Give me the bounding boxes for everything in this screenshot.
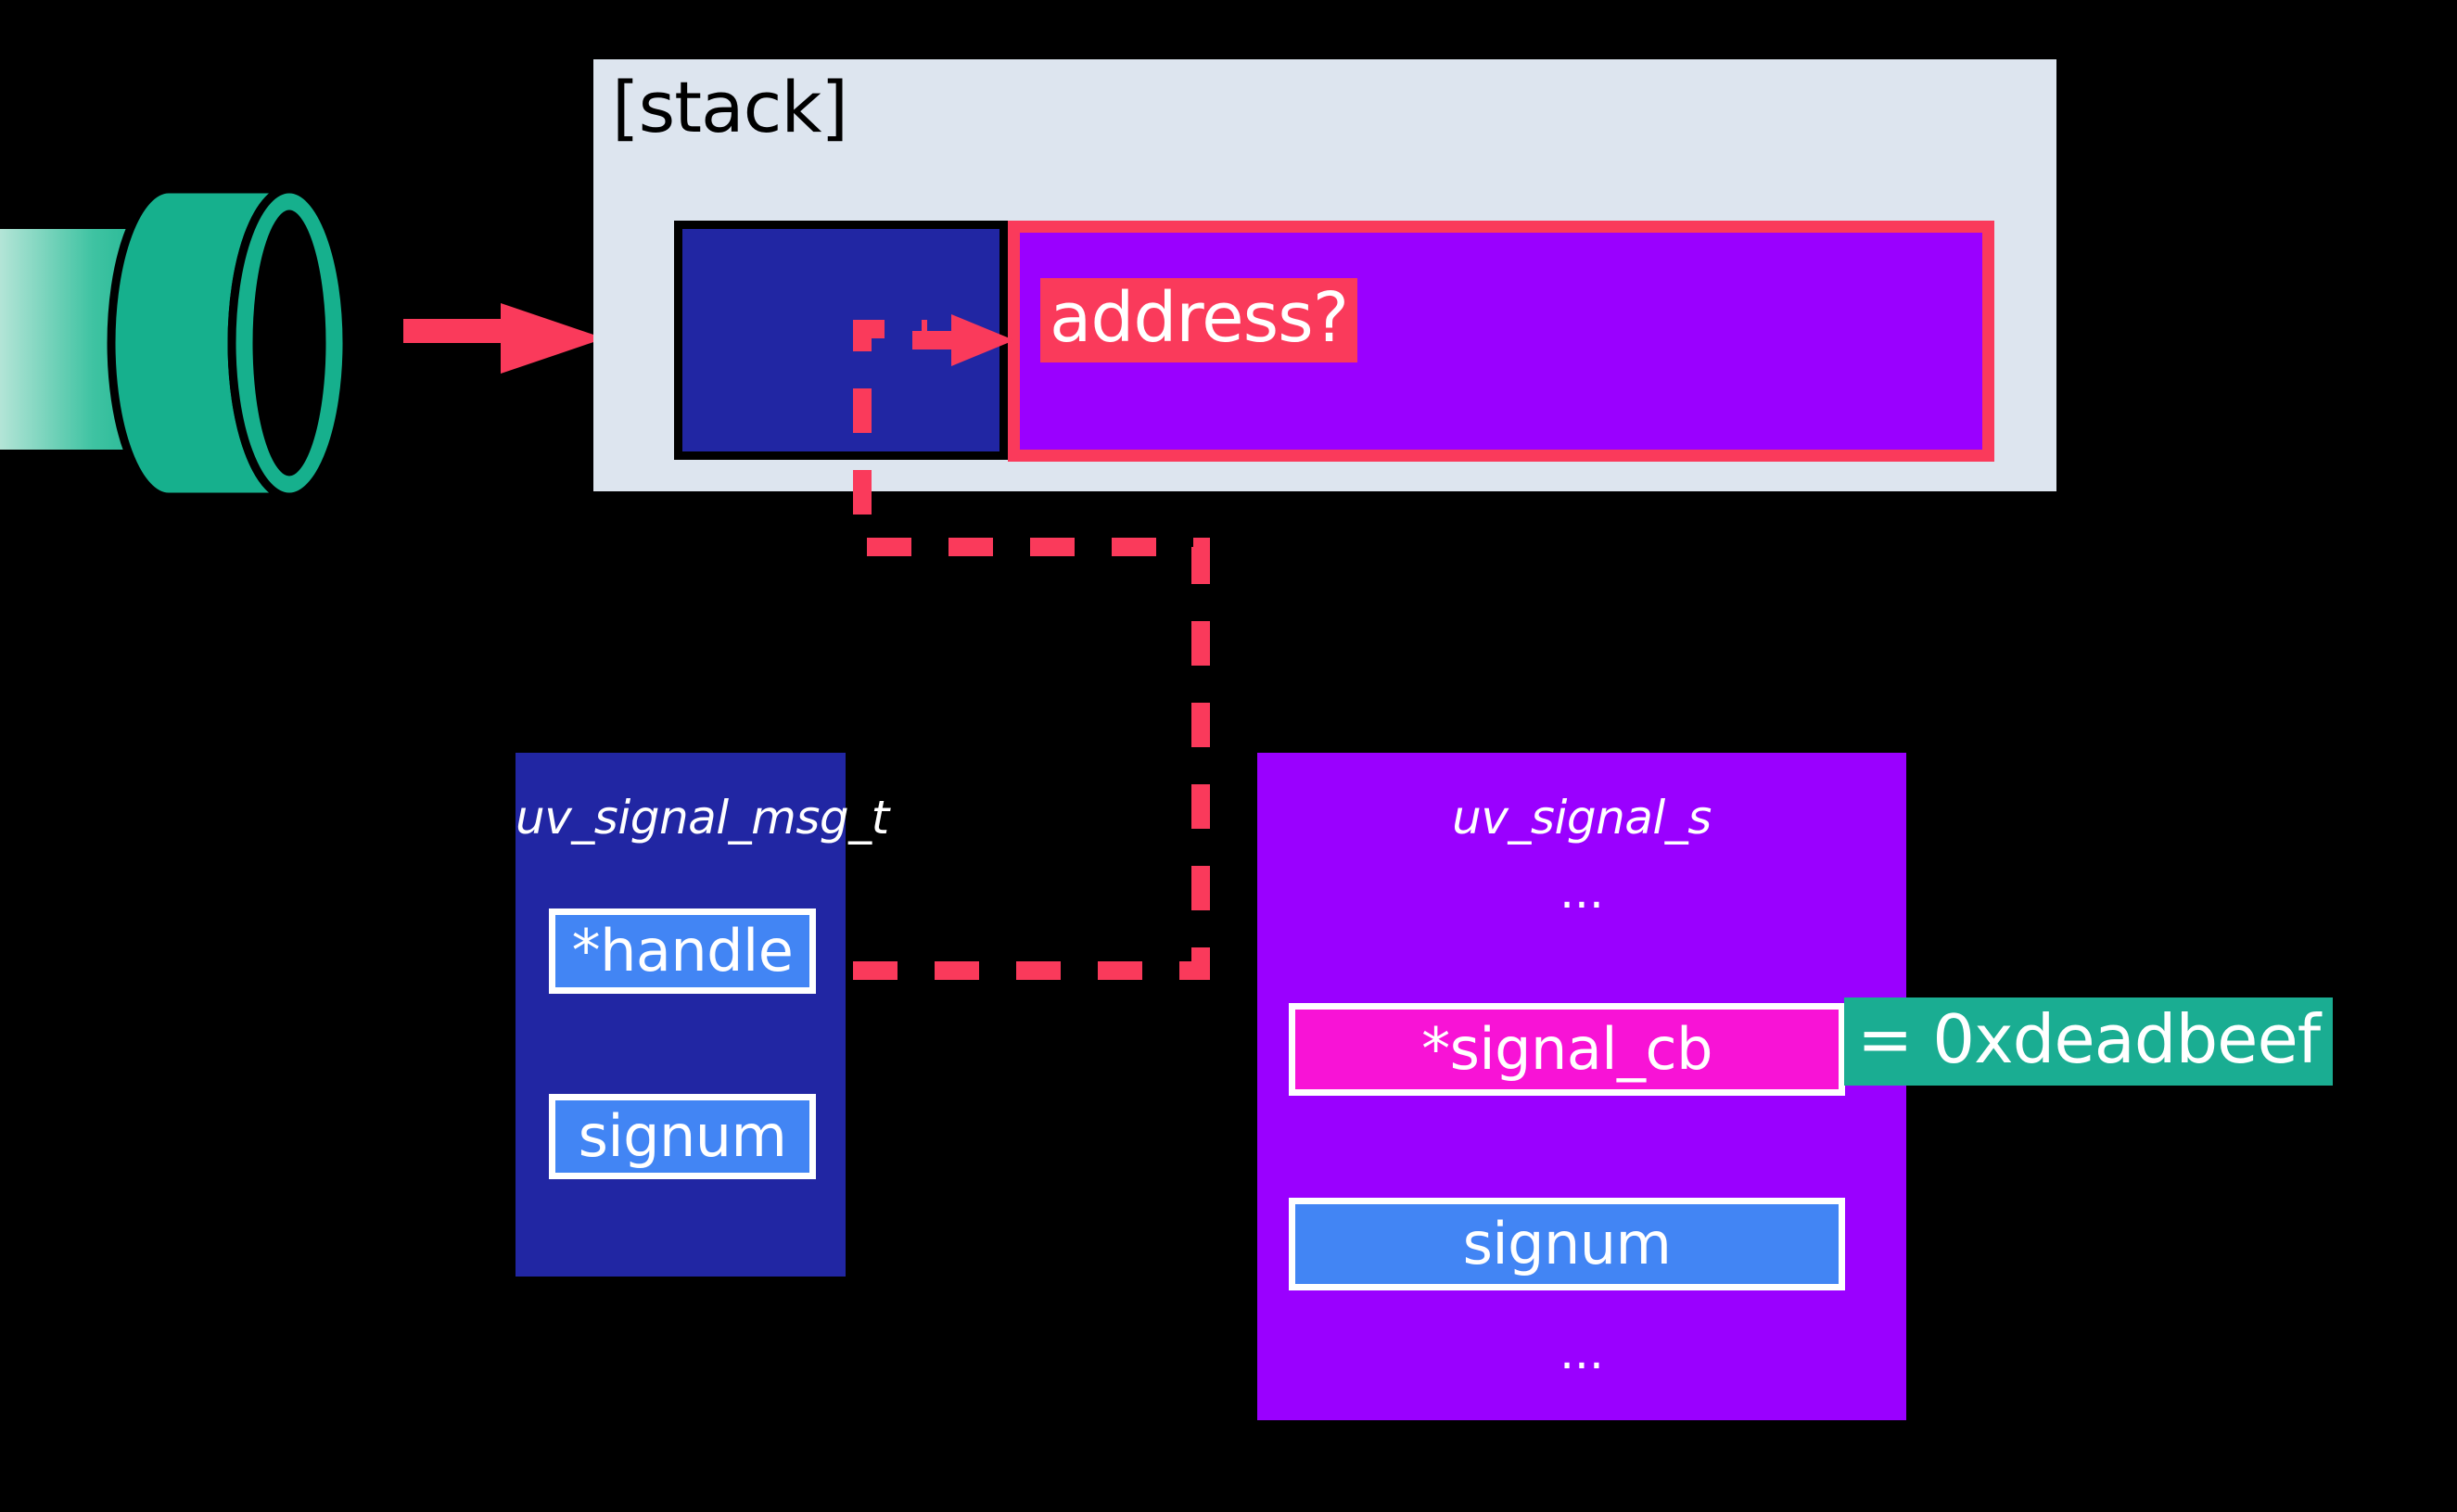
- struct-title-signal: uv_signal_s: [1452, 791, 1712, 845]
- stack-title: [stack]: [612, 66, 848, 148]
- pipe-cylinder-icon: [0, 176, 351, 502]
- deref-arrow-shaft: [912, 331, 955, 349]
- struct-title-msg: uv_signal_msg_t: [516, 791, 889, 845]
- field-signum-msg[interactable]: signum: [549, 1094, 816, 1179]
- struct-uv-signal-s: uv_signal_s ... *signal_cb signum ...: [1257, 753, 1906, 1420]
- deref-arrow-head: [951, 314, 1014, 366]
- field-signum-signal[interactable]: signum: [1289, 1198, 1845, 1290]
- pipe-svg: [0, 184, 351, 502]
- struct-uv-signal-msg-t: uv_signal_msg_t *handle signum: [516, 753, 889, 1277]
- deadbeef-value-annotation: = 0xdeadbeef: [1844, 997, 2334, 1086]
- ellipsis-bottom: ...: [1559, 1326, 1604, 1379]
- ellipsis-top: ...: [1559, 865, 1604, 919]
- field-signal-cb[interactable]: *signal_cb: [1289, 1003, 1845, 1096]
- write-into-stack-arrow-head: [501, 303, 605, 374]
- field-handle[interactable]: *handle: [549, 908, 816, 994]
- address-question-label: address?: [1040, 278, 1358, 362]
- write-into-stack-arrow-shaft: [403, 319, 505, 343]
